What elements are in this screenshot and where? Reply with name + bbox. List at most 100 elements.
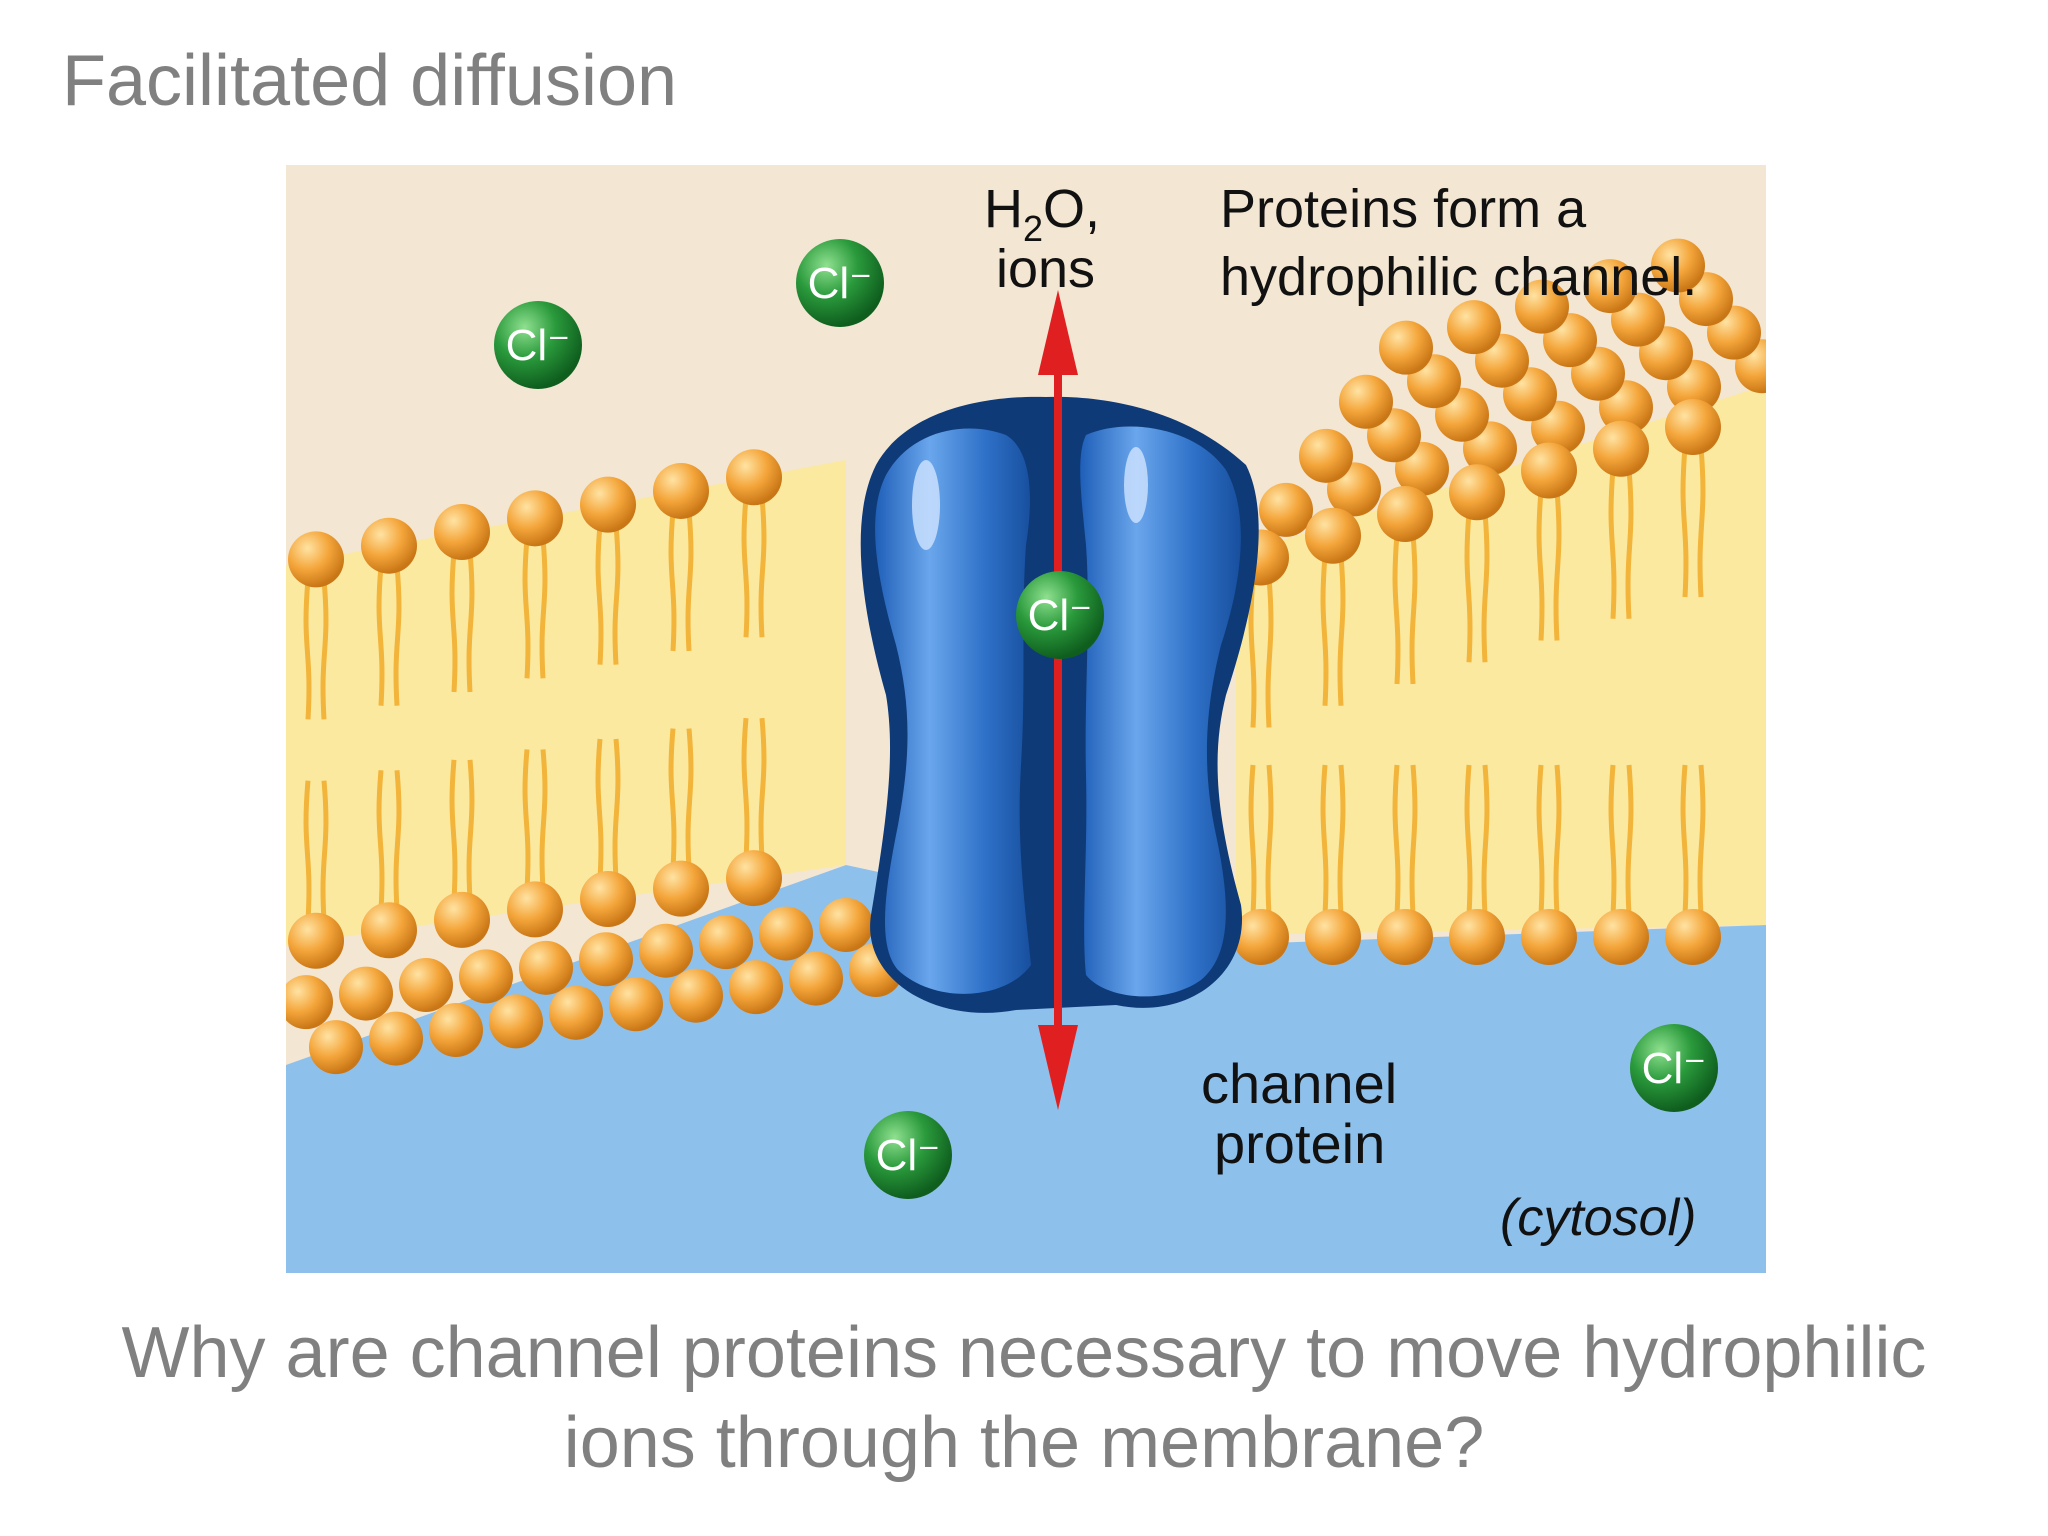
- lipid-tail: [1248, 764, 1274, 916]
- lipid-head: [1299, 428, 1353, 483]
- lipid-head: [579, 932, 633, 987]
- lipid-head: [639, 923, 693, 978]
- lipid-tail: [1536, 490, 1562, 641]
- lipid-head: [489, 994, 543, 1049]
- lipid-tail: [1536, 764, 1562, 916]
- chloride-ion-sphere: [864, 1111, 952, 1199]
- protein-label-line1: channel: [1201, 1052, 1397, 1115]
- membrane-diagram: Cl⁻ Cl⁻ Cl⁻ Cl⁻ Cl⁻ H2O, ions Proteins form …: [286, 165, 1766, 1273]
- lipid-head: [1449, 464, 1505, 521]
- molecules-label-ions: ions: [996, 239, 1095, 299]
- lipid-tail: [595, 524, 621, 665]
- membrane-core-left: [286, 460, 846, 945]
- lipid-head: [429, 1003, 483, 1057]
- channel-protein: [860, 396, 1259, 1013]
- slide-title: Facilitated diffusion: [62, 41, 678, 121]
- lipid-head: [1515, 279, 1569, 334]
- lipid-head: [669, 968, 723, 1023]
- chloride-ion: Cl⁻: [1016, 571, 1104, 659]
- cytosol-region-left: [286, 865, 846, 1273]
- lipid-head: [653, 462, 709, 519]
- membrane-diagram-svg: Cl⁻ Cl⁻ Cl⁻ Cl⁻ Cl⁻ H2O, ions Proteins form …: [286, 165, 1766, 1273]
- lipid-head: [507, 490, 563, 547]
- lipid-head: [653, 860, 709, 917]
- lipid-head: [399, 958, 453, 1012]
- lipid-head: [549, 985, 603, 1040]
- lipid-head: [1521, 442, 1577, 499]
- lipid-head: [699, 915, 753, 970]
- protein-label-line2: protein: [1214, 1112, 1385, 1175]
- lipid-head: [789, 951, 843, 1006]
- lipid-head: [1665, 399, 1721, 456]
- lipid-tail: [1608, 468, 1634, 619]
- lipid-head: [609, 977, 663, 1032]
- lipid-head: [361, 902, 417, 959]
- arrow-head-up: [1038, 290, 1078, 375]
- lipid-head: [309, 1020, 363, 1075]
- lipid-tail: [376, 770, 402, 911]
- transport-arrow: [1038, 290, 1078, 1110]
- chloride-ion: Cl⁻: [494, 301, 582, 389]
- lipid-tail: [1320, 764, 1346, 916]
- lipid-head: [1665, 909, 1721, 965]
- caption-line1: Proteins form a: [1220, 179, 1587, 239]
- lipid-head: [507, 881, 563, 938]
- lipid-head: [819, 898, 873, 952]
- lipid-tail: [303, 579, 329, 720]
- arrow-shaft: [1054, 340, 1062, 1060]
- lipid-head: [1379, 320, 1433, 375]
- lipid-head: [1593, 420, 1649, 477]
- lipid-tail: [449, 759, 475, 900]
- lipid-tail: [1608, 764, 1634, 916]
- protein-highlight: [1124, 447, 1148, 523]
- chloride-ion-sphere: [494, 301, 582, 389]
- lipid-tail: [595, 738, 621, 880]
- lipid-head: [369, 1011, 423, 1066]
- lipid-head: [759, 906, 813, 961]
- chloride-ion-label: Cl⁻: [1028, 591, 1093, 640]
- chloride-ion-sphere: [1630, 1024, 1718, 1112]
- chloride-ion-label: Cl⁻: [506, 321, 571, 370]
- chloride-ions: Cl⁻ Cl⁻ Cl⁻ Cl⁻ Cl⁻: [494, 239, 1718, 1199]
- lipid-head: [1449, 909, 1505, 965]
- lipid-tail: [1392, 533, 1418, 685]
- lipid-head: [459, 949, 513, 1004]
- lipid-tail: [1680, 764, 1706, 916]
- lipid-head: [361, 517, 417, 574]
- lipid-tail: [1392, 764, 1418, 916]
- molecules-label: H2O,: [984, 179, 1100, 249]
- question-text: Why are channel proteins necessary to mo…: [0, 1308, 2048, 1488]
- chloride-ion: Cl⁻: [864, 1111, 952, 1199]
- lipid-head: [1593, 909, 1649, 965]
- chloride-ion: Cl⁻: [1630, 1024, 1718, 1112]
- lipid-tail: [1248, 577, 1274, 728]
- lipid-head: [1305, 507, 1361, 564]
- lipid-head: [286, 975, 333, 1030]
- membrane-core-right: [1236, 385, 1766, 935]
- lipid-head: [1339, 374, 1393, 429]
- lipid-head: [339, 966, 393, 1021]
- question-line1: Why are channel proteins necessary to mo…: [121, 1313, 1927, 1393]
- lipid-head: [519, 940, 573, 995]
- chloride-ion-label: Cl⁻: [876, 1131, 941, 1180]
- lipid-head: [580, 871, 636, 927]
- lipid-head: [1651, 238, 1705, 293]
- lipid-head: [434, 891, 490, 948]
- chloride-ion-label: Cl⁻: [808, 259, 873, 308]
- protein-highlight: [912, 460, 940, 550]
- lipid-head: [729, 960, 783, 1015]
- lipid-head: [726, 850, 782, 907]
- lipid-tail: [522, 538, 548, 679]
- lipid-tail: [1680, 446, 1706, 598]
- lipid-head: [288, 912, 344, 969]
- lipid-head: [1377, 485, 1433, 542]
- channel-protein-right-subunit: [1080, 426, 1241, 997]
- phospholipid-bilayer: [286, 238, 1766, 1075]
- lipid-tail: [741, 717, 767, 859]
- caption-line2: hydrophilic channel.: [1220, 247, 1697, 307]
- lipid-tail: [449, 551, 475, 693]
- arrow-head-down: [1038, 1025, 1078, 1110]
- lipid-head: [434, 504, 490, 560]
- chloride-ion-sphere: [796, 239, 884, 327]
- lipid-tail: [1464, 764, 1490, 916]
